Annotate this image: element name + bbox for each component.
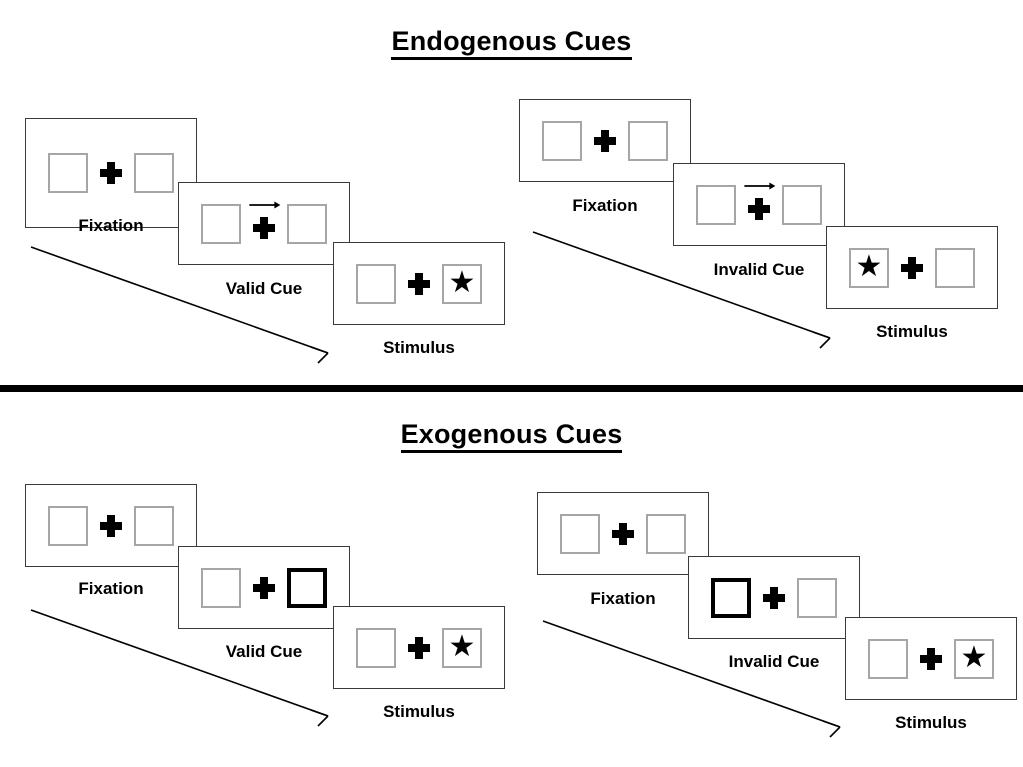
fixation-cross-area	[908, 633, 954, 685]
panel-content	[48, 500, 174, 552]
section-divider	[0, 385, 1023, 392]
fixation-cross-area	[241, 198, 287, 250]
section-title-exogenous-text: Exogenous Cues	[400, 419, 623, 453]
left-box	[201, 203, 241, 244]
fixation-cross-icon	[408, 636, 430, 659]
panel-exogenous-valid-fixation[interactable]	[25, 484, 197, 567]
left-box-cued	[711, 577, 751, 618]
caption-endogenous-valid-fixation: Fixation	[78, 216, 144, 235]
fixation-cross-area	[396, 258, 442, 310]
left-box	[560, 513, 600, 554]
fixation-cross-icon	[594, 129, 616, 152]
panel-content	[560, 508, 686, 560]
fixation-cross-icon	[408, 272, 430, 295]
right-box	[935, 247, 975, 288]
fixation-cross-area	[396, 622, 442, 674]
panel-content: ★	[868, 633, 994, 685]
panel-exogenous-invalid-stimulus[interactable]: ★	[845, 617, 1017, 700]
right-box	[287, 203, 327, 244]
panel-content	[711, 572, 837, 624]
right-box: ★	[954, 638, 994, 679]
caption-exogenous-invalid-cue: Invalid Cue	[728, 652, 820, 671]
left-box	[542, 120, 582, 161]
panel-exogenous-invalid-cue[interactable]	[688, 556, 860, 639]
star-icon: ★	[960, 640, 988, 674]
panel-endogenous-valid-fixation[interactable]	[25, 118, 197, 228]
fixation-cross-icon	[763, 586, 785, 609]
left-box	[48, 153, 88, 193]
right-box	[134, 153, 174, 193]
panel-content	[201, 562, 327, 614]
caption-endogenous-invalid-stimulus: Stimulus	[876, 322, 948, 341]
panel-endogenous-valid-cue[interactable]	[178, 182, 350, 265]
caption-exogenous-valid-stimulus: Stimulus	[383, 702, 455, 721]
time-flow-arrow	[542, 620, 841, 738]
left-box	[201, 567, 241, 608]
panel-exogenous-valid-cue[interactable]	[178, 546, 350, 629]
fixation-cross-area	[241, 562, 287, 614]
caption-exogenous-invalid-fixation: Fixation	[590, 589, 656, 608]
time-flow-arrow	[532, 231, 831, 349]
fixation-cross-icon	[253, 217, 275, 239]
cue-arrow-right-icon	[249, 201, 281, 208]
panel-content: ★	[356, 258, 482, 310]
panel-content: ★	[849, 242, 975, 294]
panel-content	[201, 198, 327, 250]
caption-exogenous-valid-fixation: Fixation	[78, 579, 144, 598]
time-flow-arrow	[30, 246, 329, 364]
fixation-cross-icon	[253, 576, 275, 599]
section-title-endogenous: Endogenous Cues	[0, 26, 1023, 60]
section-title-exogenous: Exogenous Cues	[0, 419, 1023, 453]
panel-exogenous-valid-stimulus[interactable]: ★	[333, 606, 505, 689]
fixation-cross-area	[751, 572, 797, 624]
panel-endogenous-invalid-stimulus[interactable]: ★	[826, 226, 998, 309]
right-box	[134, 505, 174, 546]
fixation-cross-icon	[100, 514, 122, 537]
panel-endogenous-valid-stimulus[interactable]: ★	[333, 242, 505, 325]
star-icon: ★	[448, 265, 476, 299]
caption-endogenous-invalid-cue: Invalid Cue	[713, 260, 805, 279]
panel-content	[48, 147, 174, 199]
fixation-cross-icon	[100, 162, 122, 184]
caption-endogenous-valid-stimulus: Stimulus	[383, 338, 455, 357]
panel-content	[696, 179, 822, 231]
star-icon: ★	[855, 249, 883, 283]
panel-endogenous-invalid-cue[interactable]	[673, 163, 845, 246]
right-box	[628, 120, 668, 161]
section-title-endogenous-text: Endogenous Cues	[391, 26, 632, 60]
caption-endogenous-valid-cue: Valid Cue	[225, 279, 303, 298]
right-box	[782, 184, 822, 225]
left-box	[356, 263, 396, 304]
fixation-cross-area	[88, 147, 134, 199]
caption-exogenous-invalid-stimulus: Stimulus	[895, 713, 967, 732]
fixation-cross-area	[736, 179, 782, 231]
fixation-cross-area	[600, 508, 646, 560]
fixation-cross-icon	[748, 198, 770, 220]
left-box	[696, 184, 736, 225]
left-box	[868, 638, 908, 679]
right-box-cued	[287, 567, 327, 608]
left-box: ★	[849, 247, 889, 288]
right-box	[646, 513, 686, 554]
time-flow-arrow	[30, 609, 329, 727]
fixation-cross-area	[582, 115, 628, 167]
panel-exogenous-invalid-fixation[interactable]	[537, 492, 709, 575]
panel-endogenous-invalid-fixation[interactable]	[519, 99, 691, 182]
right-box: ★	[442, 263, 482, 304]
right-box	[797, 577, 837, 618]
panel-content	[542, 115, 668, 167]
caption-endogenous-invalid-fixation: Fixation	[572, 196, 638, 215]
star-icon: ★	[448, 629, 476, 663]
fixation-cross-area	[88, 500, 134, 552]
fixation-cross-icon	[901, 256, 923, 279]
caption-exogenous-valid-cue: Valid Cue	[225, 642, 303, 661]
panel-content: ★	[356, 622, 482, 674]
left-box	[356, 627, 396, 668]
fixation-cross-icon	[920, 647, 942, 670]
cue-arrow-right-icon	[744, 182, 776, 189]
fixation-cross-icon	[612, 522, 634, 545]
left-box	[48, 505, 88, 546]
right-box: ★	[442, 627, 482, 668]
fixation-cross-area	[889, 242, 935, 294]
